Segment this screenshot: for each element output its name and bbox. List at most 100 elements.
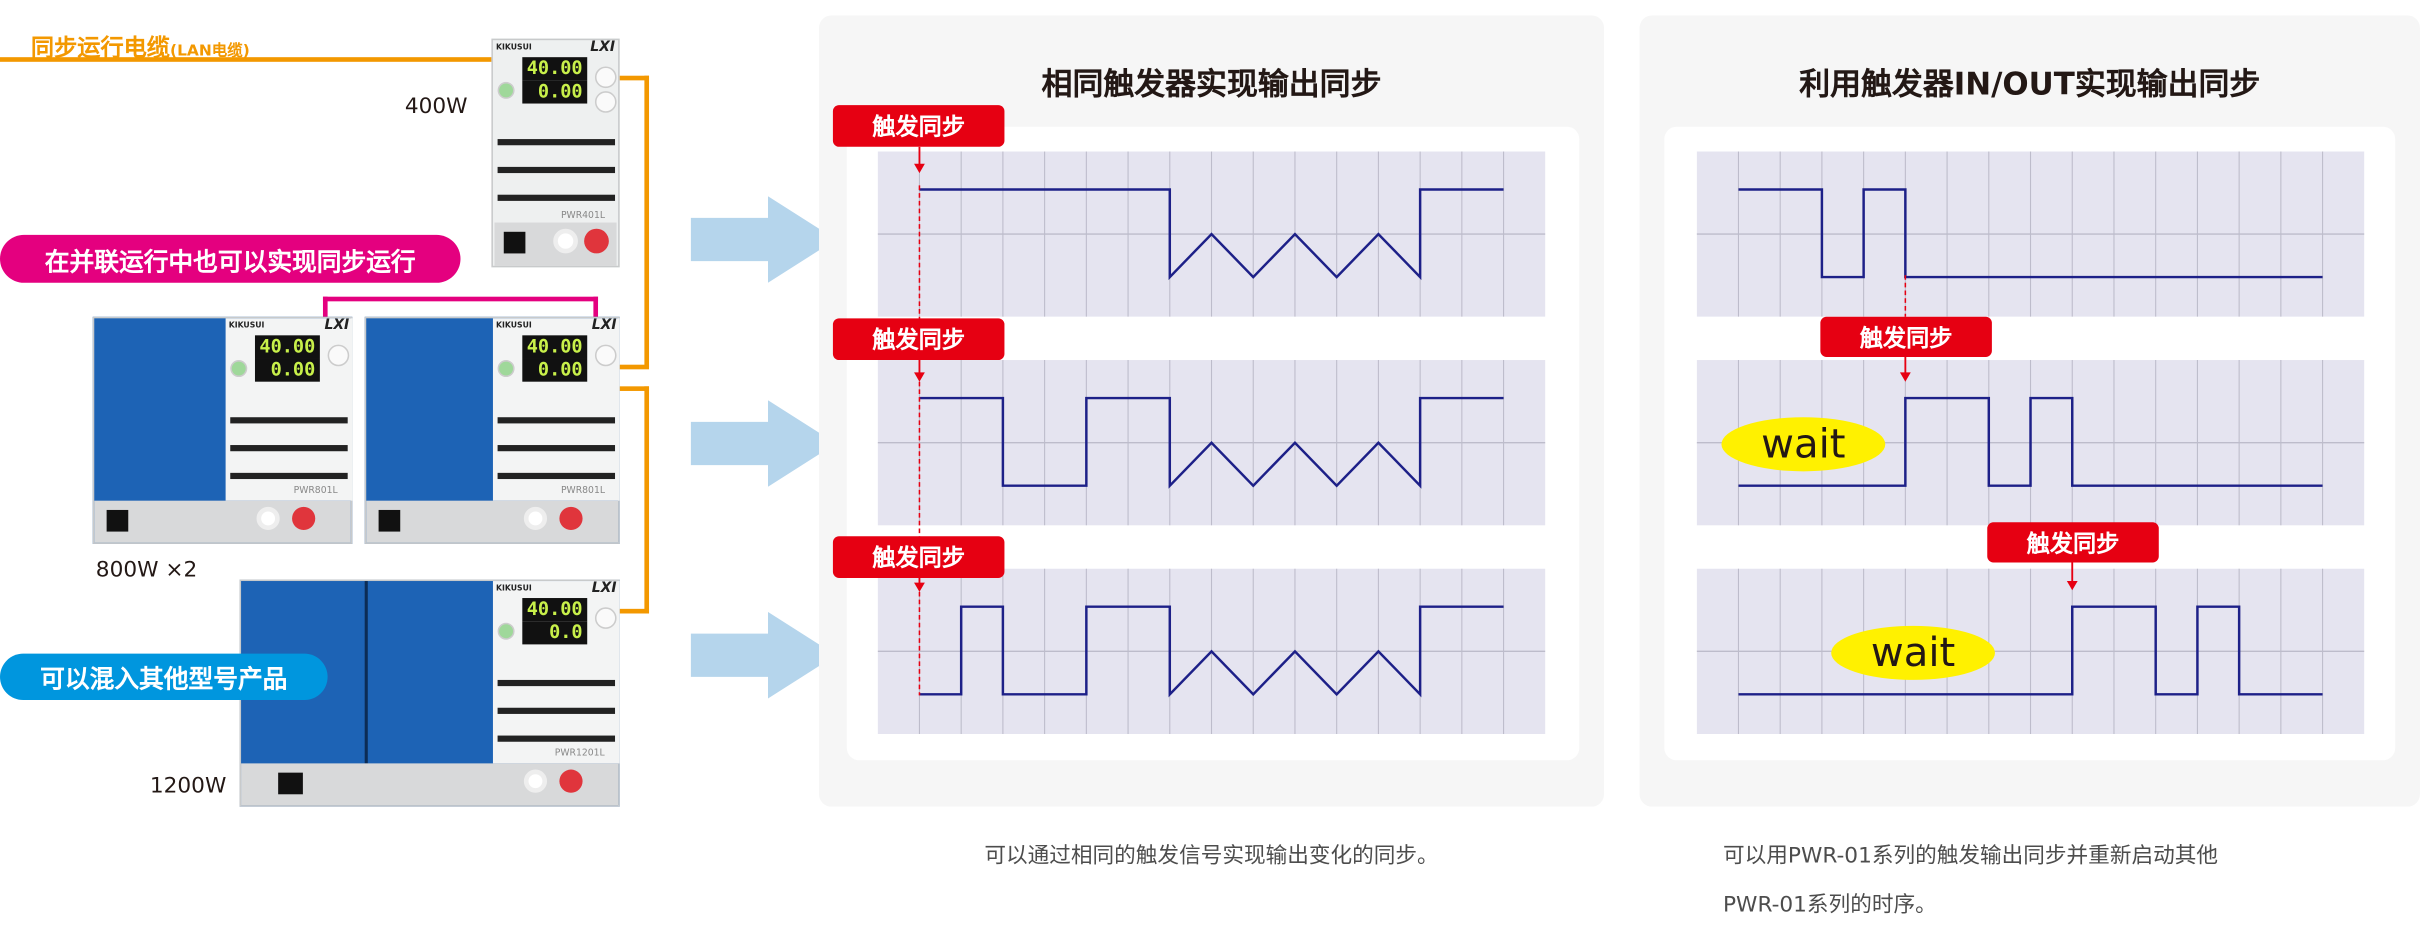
output-waveform xyxy=(919,188,1504,281)
vent-slot xyxy=(230,472,348,480)
power-supply-800w-2: KIKUSUI LXI 40.00 0.00 PWR801L xyxy=(364,316,620,544)
lxi-logo: LXI xyxy=(591,581,617,597)
cable-subtitle: (LAN电缆) xyxy=(170,43,250,61)
waveform-chart xyxy=(1696,151,2365,317)
lxi-logo: LXI xyxy=(590,40,616,56)
output-button xyxy=(230,360,248,378)
vent-slot xyxy=(497,139,616,146)
watt-1200-label: 1200W xyxy=(149,774,227,799)
positive-terminal xyxy=(559,506,583,531)
watt-400-label: 400W xyxy=(404,94,468,119)
power-switch xyxy=(278,772,303,795)
power-switch xyxy=(378,509,401,532)
vent-slot xyxy=(230,445,348,452)
caption-line-1: 可以用PWR-01系列的触发输出同步并重新启动其他 xyxy=(1723,843,2218,869)
parallel-cable-line xyxy=(593,296,599,319)
trigger-sync-line xyxy=(914,146,925,696)
kikusui-logo: KIKUSUI xyxy=(228,321,265,331)
kikusui-logo: KIKUSUI xyxy=(496,43,532,53)
trigger-sync-tag: 触发同步 xyxy=(832,318,1005,361)
wait-badge: wait xyxy=(1721,417,1886,472)
vent-slot xyxy=(497,707,616,714)
waveform-chart xyxy=(1696,568,2365,735)
lxi-logo: LXI xyxy=(324,318,350,334)
mixed-models-label: 可以混入其他型号产品 xyxy=(0,653,328,701)
output-waveform xyxy=(919,605,1504,698)
front-panel: KIKUSUI LXI 40.00 0.0 PWR1201L xyxy=(492,581,620,764)
lan-cable-line xyxy=(618,75,650,81)
voltage-knob xyxy=(594,607,617,629)
terminal-panel xyxy=(94,500,351,543)
voltage-knob xyxy=(594,66,617,89)
kikusui-logo: KIKUSUI xyxy=(496,321,532,331)
trigger-out-line xyxy=(1899,275,1911,382)
right-arrow-icon xyxy=(690,196,837,283)
power-supply-400w: KIKUSUI LXI 40.00 0.00 PWR401L xyxy=(491,38,620,268)
model-label: PWR801L xyxy=(293,485,338,497)
output-waveform xyxy=(1738,605,2323,696)
negative-terminal xyxy=(256,506,280,531)
output-waveform xyxy=(1738,188,2323,279)
lan-cable-line xyxy=(0,57,495,62)
waveform-chart xyxy=(877,568,1546,735)
trigger-sync-tag: 触发同步 xyxy=(1820,316,1992,357)
waveform-chart xyxy=(877,151,1546,317)
trigger-sync-tag: 触发同步 xyxy=(1987,522,2159,563)
case-divider xyxy=(364,581,368,764)
output-button xyxy=(497,81,515,99)
voltage-knob xyxy=(594,344,617,367)
current-display: 0.00 xyxy=(254,358,320,382)
voltage-display: 40.00 xyxy=(254,335,320,359)
positive-terminal xyxy=(584,228,609,254)
parallel-cable-line xyxy=(322,296,328,319)
negative-terminal xyxy=(523,506,548,531)
negative-terminal xyxy=(523,769,548,793)
vent-slot xyxy=(497,445,616,452)
lan-cable-line xyxy=(618,608,650,614)
negative-terminal xyxy=(553,228,578,254)
panel-title: 利用触发器IN/OUT实现输出同步 xyxy=(1799,64,2261,102)
power-supply-1200w: KIKUSUI LXI 40.00 0.0 PWR1201L xyxy=(239,579,620,807)
waveform-chart xyxy=(877,360,1546,526)
terminal-panel xyxy=(241,763,619,806)
current-display: 0.00 xyxy=(522,358,588,382)
power-switch xyxy=(106,509,129,532)
lxi-logo: LXI xyxy=(591,318,617,334)
positive-terminal xyxy=(559,769,583,793)
terminal-panel xyxy=(366,500,619,543)
vent-slot xyxy=(497,417,616,424)
vent-slot xyxy=(497,679,616,687)
voltage-display: 40.00 xyxy=(522,335,588,359)
caption-line-2: PWR-01系列的时序。 xyxy=(1723,893,1937,918)
lan-cable-line xyxy=(618,364,650,370)
positive-terminal xyxy=(292,506,316,531)
current-display: 0.00 xyxy=(522,80,588,104)
cable-title-text: 同步运行电缆 xyxy=(30,33,171,62)
parallel-sync-label: 在并联运行中也可以实现同步运行 xyxy=(0,234,461,283)
trigger-sync-tag: 触发同步 xyxy=(832,105,1005,147)
lan-cable-line xyxy=(644,386,650,614)
model-label: PWR801L xyxy=(560,485,606,497)
output-button xyxy=(497,360,515,378)
panel-title: 相同触发器实现输出同步 xyxy=(1041,64,1382,102)
trigger-out-line xyxy=(2066,559,2078,591)
vent-slot xyxy=(230,417,348,424)
watt-800-label: 800W ×2 xyxy=(95,557,198,583)
model-label: PWR1201L xyxy=(554,747,605,759)
panel1-caption: 可以通过相同的触发信号实现输出变化的同步。 xyxy=(984,843,1439,869)
model-label: PWR401L xyxy=(560,210,606,221)
sync-cable-title: 同步运行电缆(LAN电缆) xyxy=(31,31,250,63)
power-supply-800w-1: KIKUSUI LXI 40.00 0.00 PWR801L xyxy=(92,316,353,544)
vent-slot xyxy=(497,194,616,201)
panel2-caption: 可以用PWR-01系列的触发输出同步并重新启动其他 PWR-01系列的时序。 xyxy=(1723,831,2218,930)
voltage-display: 40.00 xyxy=(522,57,588,81)
vent-slot xyxy=(497,472,616,480)
lan-cable-line xyxy=(618,386,650,391)
front-panel: KIKUSUI LXI 40.00 0.00 PWR801L xyxy=(492,318,620,501)
output-waveform xyxy=(919,396,1504,489)
front-panel: KIKUSUI LXI 40.00 0.00 PWR801L xyxy=(225,318,353,501)
vent-slot xyxy=(497,166,616,174)
voltage-knob xyxy=(327,344,350,367)
current-display: 0.0 xyxy=(522,621,588,645)
